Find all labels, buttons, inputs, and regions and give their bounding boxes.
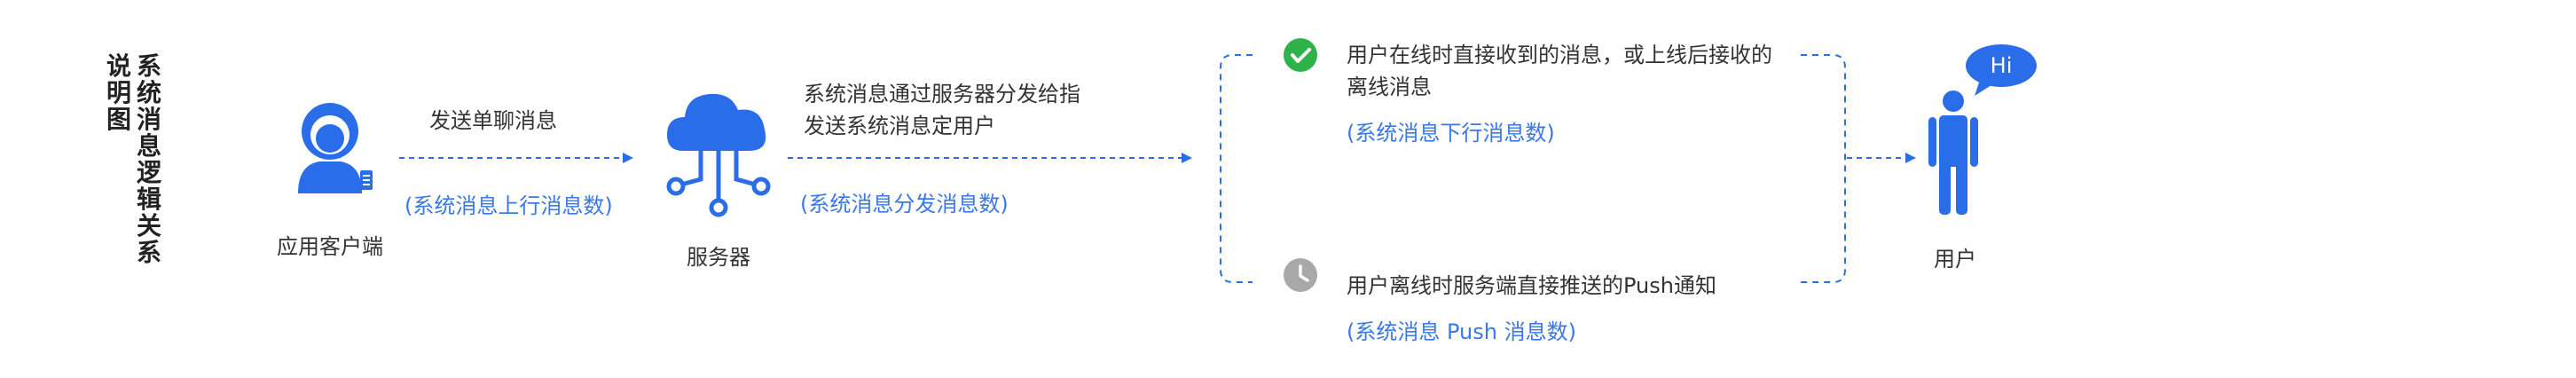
server-to-user-label: 系统消息通过服务器分发给指 发送系统消息定用户 xyxy=(804,78,1080,142)
title-col1: 说明图 xyxy=(106,51,131,134)
client-to-server-label: 发送单聊消息 xyxy=(429,108,557,133)
offline-branch-metric: (系统消息 Push 消息数) xyxy=(1347,319,1576,344)
online-branch-text: 用户在线时直接收到的消息，或上线后接收的 离线消息 xyxy=(1347,39,1772,103)
server-to-user-label-line2: 发送系统消息定用户 xyxy=(804,114,995,138)
online-branch-text-line1: 用户在线时直接收到的消息，或上线后接收的 xyxy=(1347,43,1772,67)
online-branch-metric: (系统消息下行消息数) xyxy=(1347,121,1555,146)
right-bracket xyxy=(1801,54,1846,283)
left-bracket xyxy=(1220,54,1253,283)
client-label: 应用客户端 xyxy=(277,234,383,259)
online-branch-text-line2: 离线消息 xyxy=(1347,75,1432,99)
offline-branch-text: 用户离线时服务端直接推送的Push通知 xyxy=(1347,273,1716,298)
title-col2: 系统消息逻辑关系 xyxy=(136,51,161,267)
person-icon xyxy=(1928,91,1978,215)
speech-bubble xyxy=(1966,44,2037,96)
client-to-server-metric: (系统消息上行消息数) xyxy=(404,193,613,218)
check-circle-icon xyxy=(1284,38,1317,72)
speech-bubble-text: Hi xyxy=(1990,53,2013,78)
cloud-server-icon xyxy=(666,93,771,217)
user-label: 用户 xyxy=(1934,247,1976,272)
server-to-user-metric: (系统消息分发消息数) xyxy=(800,192,1009,217)
server-label: 服务器 xyxy=(687,245,750,270)
clock-icon xyxy=(1284,258,1317,292)
server-to-user-label-line1: 系统消息通过服务器分发给指 xyxy=(804,82,1080,106)
user-headset-icon xyxy=(298,103,373,193)
